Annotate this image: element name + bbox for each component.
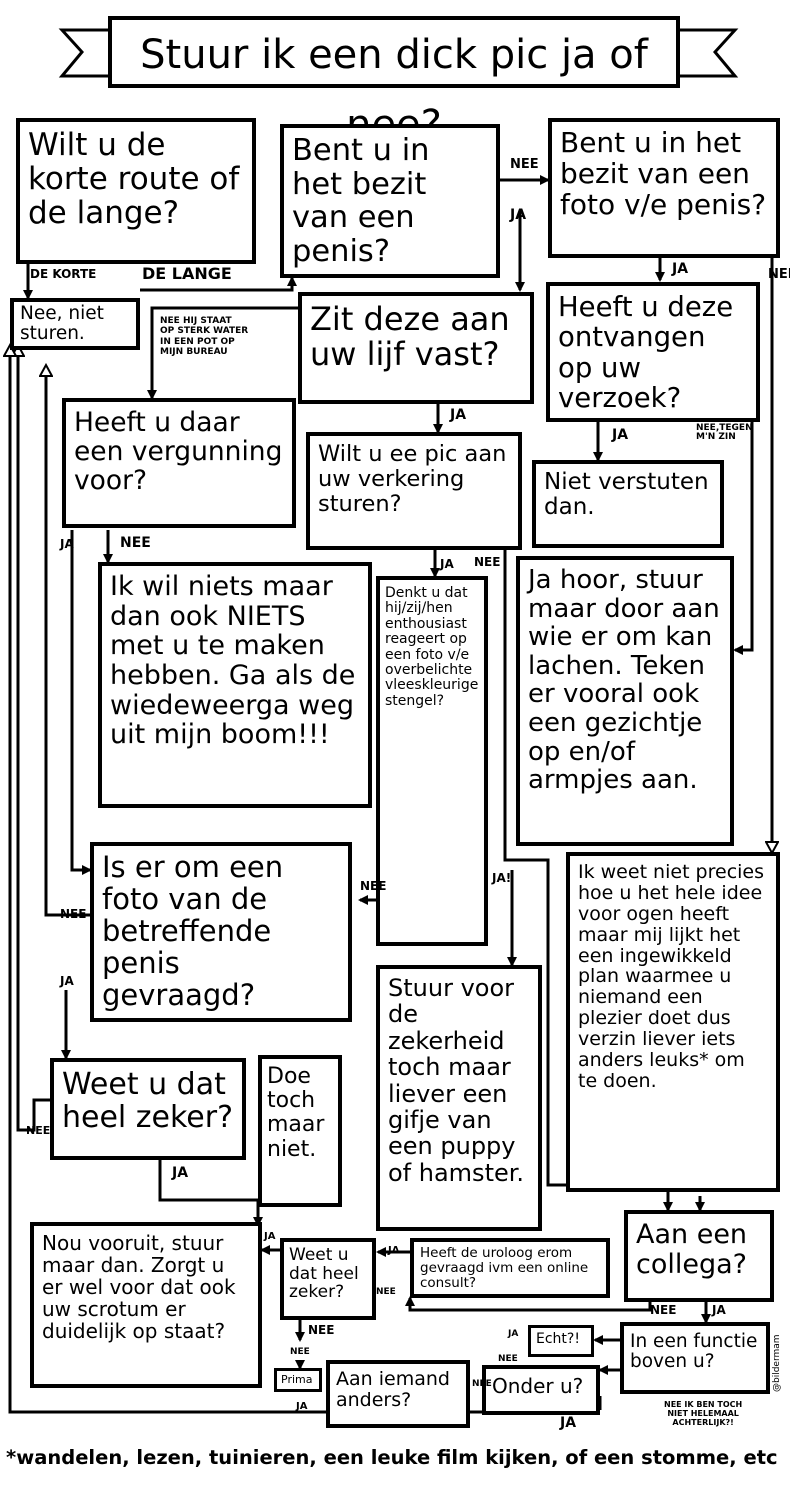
label-ja-col: JA bbox=[712, 1303, 726, 1317]
arrow-nee-col bbox=[405, 1296, 652, 1312]
label-nee-verk: NEE bbox=[474, 555, 501, 569]
label-ja-zeker: JA bbox=[172, 1165, 189, 1181]
node-gevraagd: Is er om een foto van de betreffende pen… bbox=[90, 842, 352, 1022]
node-enthousiast: Denkt u dat hij/zij/hen enthousiast reag… bbox=[376, 576, 488, 946]
label-ja-verk: JA bbox=[440, 557, 454, 571]
page-title: Stuur ik een dick pic ja of nee? bbox=[140, 32, 648, 148]
label-ja-bezit: JA bbox=[510, 207, 527, 223]
node-ingewikkeld: Ik weet niet precies hoe u het hele idee… bbox=[566, 852, 780, 1192]
node-ontvangen: Heeft u deze ontvangen op uw verzoek? bbox=[546, 282, 760, 422]
label-de-lange: DE LANGE bbox=[142, 264, 232, 283]
label-nee-uro: NEE bbox=[376, 1287, 396, 1297]
title-banner: Stuur ik een dick pic ja of nee? bbox=[108, 16, 680, 148]
banner-left-ribbon bbox=[58, 28, 108, 78]
node-doe-toch: Doe toch maar niet. bbox=[258, 1055, 342, 1207]
label-ja-prima: JA bbox=[296, 1401, 308, 1412]
label-nee-bezit: NEE bbox=[510, 157, 539, 172]
label-nee-boven: NEE IK BEN TOCH NIET HELEMAAL ACHTERLIJK… bbox=[664, 1400, 743, 1428]
node-ja-hoor: Ja hoor, stuur maar door aan wie er om k… bbox=[516, 556, 734, 846]
label-nee-col: NEE bbox=[650, 1303, 677, 1317]
arrow-nee-tegen bbox=[733, 420, 754, 655]
label-ja-verg: JA bbox=[60, 537, 74, 551]
node-uroloog: Heeft de uroloog erom gevraagd ivm een o… bbox=[410, 1238, 610, 1298]
label-ja-gevr: JA bbox=[60, 974, 74, 988]
label-nee-iemand: NEE bbox=[472, 1379, 492, 1389]
label-nee-verg: NEE bbox=[120, 535, 151, 551]
node-bezit-foto: Bent u in het bezit van een foto v/e pen… bbox=[548, 118, 780, 258]
node-echt: Echt?! bbox=[528, 1325, 594, 1357]
label-de-korte: DE KORTE bbox=[30, 267, 97, 281]
node-puppy: Stuur voor de zekerheid toch maar liever… bbox=[376, 965, 542, 1231]
label-ja-bottom: JA bbox=[560, 1415, 577, 1431]
node-nou-vooruit: Nou vooruit, stuur maar dan. Zorgt u er … bbox=[30, 1222, 262, 1388]
label-ja-hz2: JA bbox=[388, 1245, 400, 1256]
label-ja-nou: JA bbox=[264, 1231, 276, 1242]
label-nee-tegen: NEE,TEGEN M'N ZIN bbox=[696, 423, 753, 442]
arrow-ja-verg bbox=[70, 530, 92, 875]
node-lijf-vast: Zit deze aan uw lijf vast? bbox=[298, 292, 534, 404]
arrow-ja-zeker bbox=[158, 1160, 263, 1227]
node-functie-boven: In een functie boven u? bbox=[620, 1322, 770, 1394]
node-bezit-penis: Bent u in het bezit van een penis? bbox=[280, 124, 500, 278]
arrow-nee-zeker bbox=[18, 346, 50, 1132]
node-prima: Prima bbox=[274, 1368, 322, 1392]
arrow-nee-gevr bbox=[46, 366, 90, 917]
node-verkering: Wilt u ee pic aan uw verkering sturen? bbox=[306, 432, 522, 550]
arrow-de-lange bbox=[140, 276, 297, 292]
node-vergunning: Heeft u daar een vergunning voor? bbox=[62, 398, 296, 528]
arrow-sterk-water bbox=[147, 306, 298, 400]
label-ja-enth: JA! bbox=[492, 871, 512, 885]
node-niet-versturen: Niet verstuten dan. bbox=[532, 460, 724, 548]
node-route: Wilt u de korte route of de lange? bbox=[16, 118, 256, 264]
node-heel-zeker-2: Weet u dat heel zeker? bbox=[280, 1238, 376, 1320]
label-nee-enth: NEE bbox=[360, 879, 387, 893]
label-sterk-water: NEE HIJ STAAT OP STERK WATER IN EEN POT … bbox=[160, 316, 249, 358]
node-heel-zeker: Weet u dat heel zeker? bbox=[50, 1058, 246, 1160]
label-ja-lijf: JA bbox=[450, 407, 467, 423]
label-nee-foto: NEE bbox=[768, 267, 790, 282]
node-collega: Aan een collega? bbox=[624, 1210, 774, 1302]
label-nee-zeker: NEE bbox=[26, 1124, 51, 1137]
label-nee-prima: NEE bbox=[290, 1347, 310, 1357]
label-nee-hz2: NEE bbox=[308, 1323, 335, 1337]
label-ja-echt: JA bbox=[508, 1329, 519, 1339]
label-ja-ontv: JA bbox=[612, 427, 629, 443]
banner-right-ribbon bbox=[680, 28, 739, 78]
node-nee-niet-sturen: Nee, niet sturen. bbox=[10, 298, 140, 350]
node-iemand-anders: Aan iemand anders? bbox=[326, 1360, 470, 1428]
credit-handle: @bildermam bbox=[772, 1334, 782, 1392]
label-ja-foto: JA bbox=[672, 261, 689, 277]
label-nee-echt: NEE bbox=[498, 1354, 518, 1364]
label-nee-gevr: NEE bbox=[60, 907, 87, 921]
node-onder-u: Onder u? bbox=[482, 1365, 600, 1415]
node-niets-te-maken: Ik wil niets maar dan ook NIETS met u te… bbox=[98, 562, 372, 808]
footer-note: *wandelen, lezen, tuinieren, een leuke f… bbox=[6, 1446, 778, 1469]
